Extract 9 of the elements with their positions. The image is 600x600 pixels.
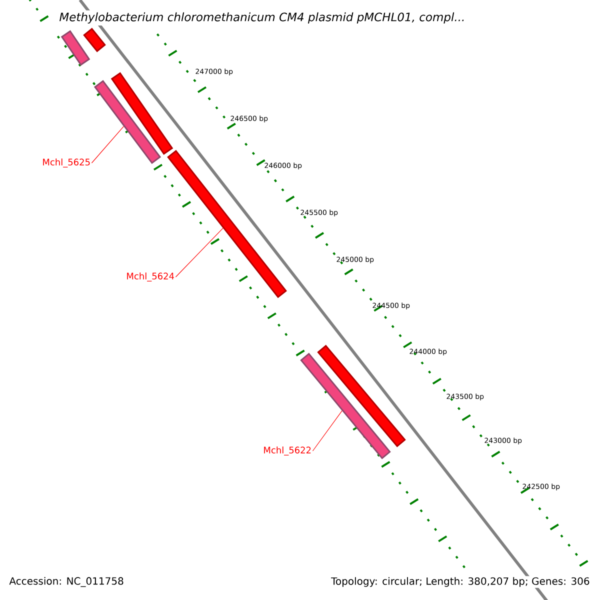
summary-text: Topology: circular; Length: 380,207 bp; Genes: 306 xyxy=(330,576,591,588)
accession-text: Accession: NC_011758 xyxy=(8,576,125,588)
title: Methylobacterium chloromethanicum CM4 plasmid pMCHL01, compl... xyxy=(57,10,468,26)
leader-line xyxy=(175,228,224,278)
gene-label: Mchl_5625 xyxy=(43,158,90,168)
leader-line xyxy=(91,126,124,164)
gene-label: Mchl_5624 xyxy=(127,272,174,282)
leader-line xyxy=(312,410,342,452)
gene-label: Mchl_5622 xyxy=(264,446,311,456)
